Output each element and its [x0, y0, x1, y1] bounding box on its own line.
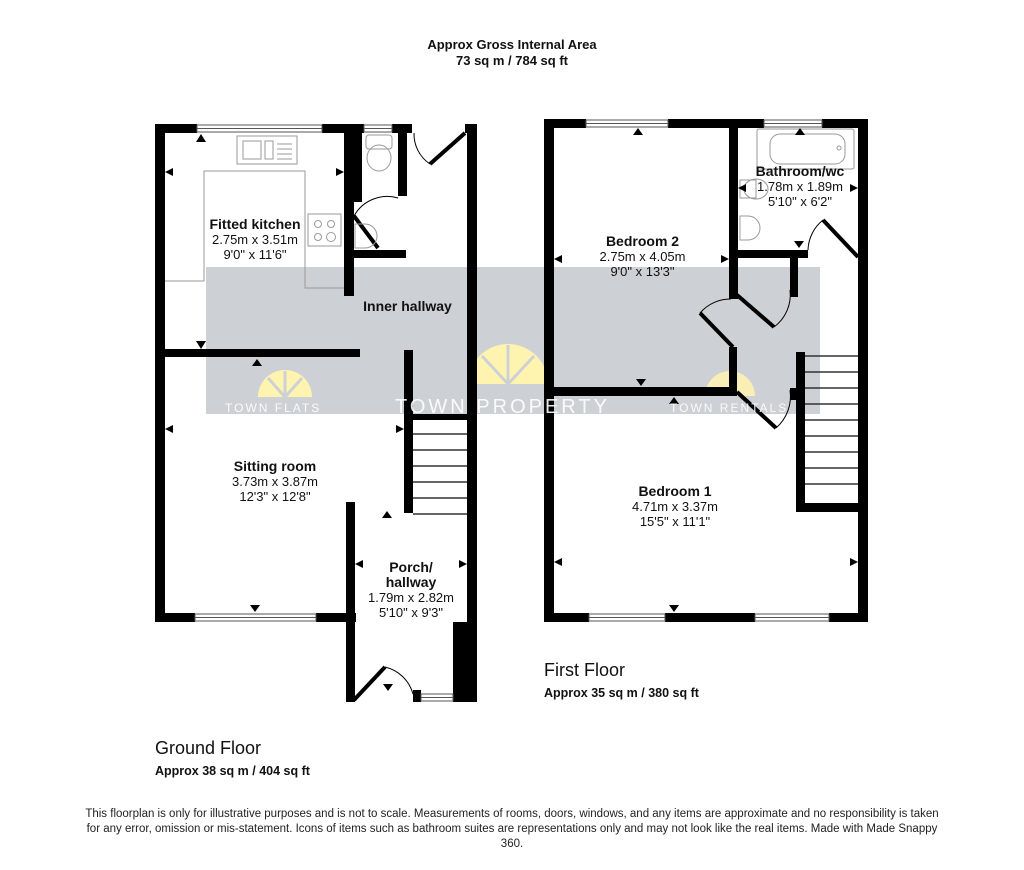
room-imperial: 5'10" x 6'2" [767, 194, 833, 209]
watermark-town-flats: TOWN FLATS [225, 401, 322, 415]
room-name-line1: Porch/ [389, 559, 433, 575]
ground-floor-stairs [404, 414, 467, 515]
ground-floor-walls [155, 124, 477, 702]
first-floor-doors [698, 218, 860, 430]
room-metric: 2.75m x 4.05m [599, 249, 686, 264]
disclaimer-text: This floorplan is only for illustrative … [85, 808, 939, 850]
room-fitted-kitchen: Fitted kitchen 2.75m x 3.51m 9'0" x 11'6… [190, 216, 320, 263]
gross-area-title: Approx Gross Internal Area [427, 37, 597, 52]
room-bedroom-1: Bedroom 1 4.71m x 3.37m 15'5" x 11'1" [610, 483, 740, 530]
room-metric: 3.73m x 3.87m [232, 474, 318, 489]
first-floor-windows [585, 119, 830, 622]
room-inner-hallway: Inner hallway [350, 299, 465, 314]
room-bedroom-2: Bedroom 2 2.75m x 4.05m 9'0" x 13'3" [575, 233, 710, 280]
room-name: Inner hallway [363, 298, 452, 314]
first-floor-stairs [790, 355, 858, 485]
room-metric: 1.79m x 2.82m [368, 590, 454, 605]
ground-floor-name: Ground Floor [155, 738, 262, 758]
room-porch-hallway: Porch/ hallway 1.79m x 2.82m 5'10" x 9'3… [355, 559, 467, 621]
ground-floor-caption: Ground Floor Approx 38 sq m / 404 sq ft [155, 738, 310, 779]
ground-floor-area: Approx 38 sq m / 404 sq ft [155, 764, 310, 778]
room-imperial: 5'10" x 9'3" [378, 605, 444, 620]
room-sitting-room: Sitting room 3.73m x 3.87m 12'3" x 12'8" [205, 458, 345, 505]
first-floor-caption: First Floor Approx 35 sq m / 380 sq ft [544, 660, 699, 701]
room-imperial: 9'0" x 13'3" [610, 264, 675, 279]
gross-area-header: Approx Gross Internal Area 73 sq m / 784… [0, 37, 1024, 69]
dimension-markers [165, 128, 858, 691]
first-floor-walls [544, 119, 868, 622]
room-name: Sitting room [233, 458, 317, 474]
room-name: Bathroom/wc [755, 163, 845, 179]
room-imperial: 12'3" x 12'8" [239, 489, 311, 504]
room-name: Bedroom 2 [605, 233, 680, 249]
watermark-town-rentals: TOWN RENTALS [670, 401, 789, 415]
kitchen-fixtures [165, 134, 393, 289]
room-name: Bedroom 1 [638, 483, 712, 499]
first-floor-area: Approx 35 sq m / 380 sq ft [544, 686, 699, 700]
gross-area-total: 73 sq m / 784 sq ft [456, 53, 568, 68]
ground-floor-windows [194, 124, 454, 702]
ground-floor-doors [352, 131, 467, 702]
bathroom-fixtures [739, 128, 855, 241]
room-metric: 2.75m x 3.51m [212, 232, 298, 247]
room-metric: 4.71m x 3.37m [632, 499, 718, 514]
room-imperial: 15'5" x 11'1" [639, 514, 711, 529]
first-floor-name: First Floor [544, 660, 625, 680]
room-name-line2: hallway [385, 574, 437, 590]
room-metric: 1.78m x 1.89m [757, 179, 843, 194]
room-bathroom-wc: Bathroom/wc 1.78m x 1.89m 5'10" x 6'2" [744, 163, 856, 210]
watermark-town-property: TOWN PROPERTY [395, 396, 610, 418]
room-name: Fitted kitchen [209, 216, 301, 232]
room-imperial: 9'0" x 11'6" [223, 247, 287, 262]
